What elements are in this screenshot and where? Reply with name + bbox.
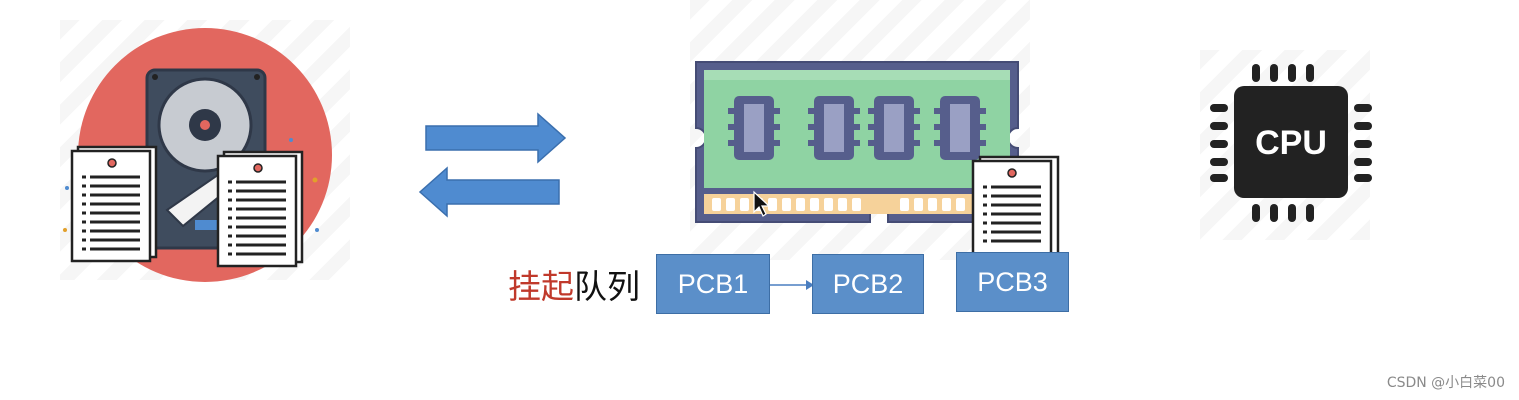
queue-label: 挂起队列 — [508, 260, 640, 308]
mouse-cursor-icon — [753, 190, 771, 217]
queue-label-red: 挂起 — [508, 267, 574, 306]
pcb-label: PCB2 — [832, 268, 904, 299]
cpu-label: CPU — [1255, 124, 1327, 162]
queue-label-black: 队列 — [574, 267, 640, 306]
pcb-box-3: PCB3 — [956, 252, 1069, 312]
document-icon — [971, 155, 1060, 255]
pcb-box-2: PCB2 — [812, 254, 924, 314]
ram-module-icon — [695, 61, 1019, 223]
document-icon — [216, 150, 304, 268]
swap-arrow-right — [425, 112, 567, 164]
document-icon — [70, 145, 158, 263]
queue-link-arrow — [770, 280, 814, 290]
swap-arrow-left — [418, 166, 560, 218]
pcb-box-1: PCB1 — [656, 254, 770, 314]
pcb-label: PCB1 — [677, 268, 749, 299]
cpu-chip-icon — [1210, 64, 1372, 222]
pcb-label: PCB3 — [977, 266, 1048, 297]
watermark: CSDN @小白菜00 — [1386, 375, 1505, 391]
